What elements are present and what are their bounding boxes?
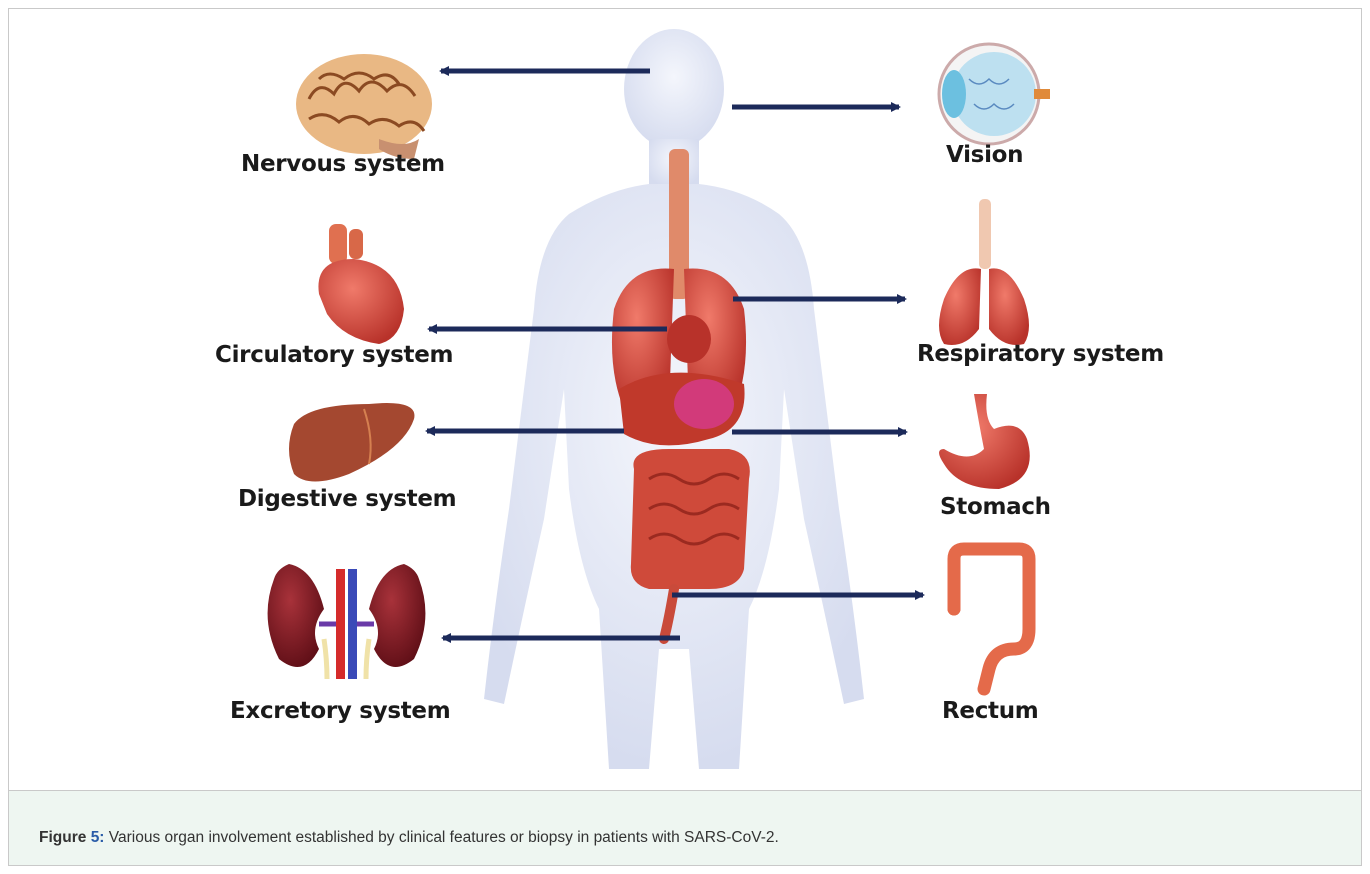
- lungs-icon: [939, 199, 1029, 345]
- label-vision: Vision: [946, 142, 1023, 168]
- colon-icon: [954, 549, 1029, 689]
- figure-image: Nervous system Circulatory system Digest…: [9, 9, 1361, 790]
- caption-number[interactable]: 5:: [91, 829, 105, 846]
- brain-icon: [296, 54, 432, 159]
- kidneys-icon: [268, 564, 426, 679]
- label-nervous-system: Nervous system: [241, 151, 445, 177]
- eye-icon: [939, 44, 1050, 144]
- label-stomach: Stomach: [940, 494, 1051, 520]
- liver-icon: [289, 403, 414, 482]
- caption-box: Figure 5: Various organ involvement esta…: [9, 790, 1361, 865]
- caption-text: Various organ involvement established by…: [104, 829, 778, 846]
- label-respiratory-system: Respiratory system: [917, 341, 1164, 367]
- caption-label: Figure: [39, 829, 86, 846]
- heart-icon: [318, 224, 404, 344]
- label-rectum: Rectum: [942, 698, 1038, 724]
- label-digestive-system: Digestive system: [238, 486, 456, 512]
- label-excretory-system: Excretory system: [230, 698, 450, 724]
- figure-caption: Figure 5: Various organ involvement esta…: [39, 829, 779, 847]
- body-diagram: [9, 9, 1361, 790]
- label-circulatory-system: Circulatory system: [215, 342, 453, 368]
- stomach-icon: [939, 394, 1030, 489]
